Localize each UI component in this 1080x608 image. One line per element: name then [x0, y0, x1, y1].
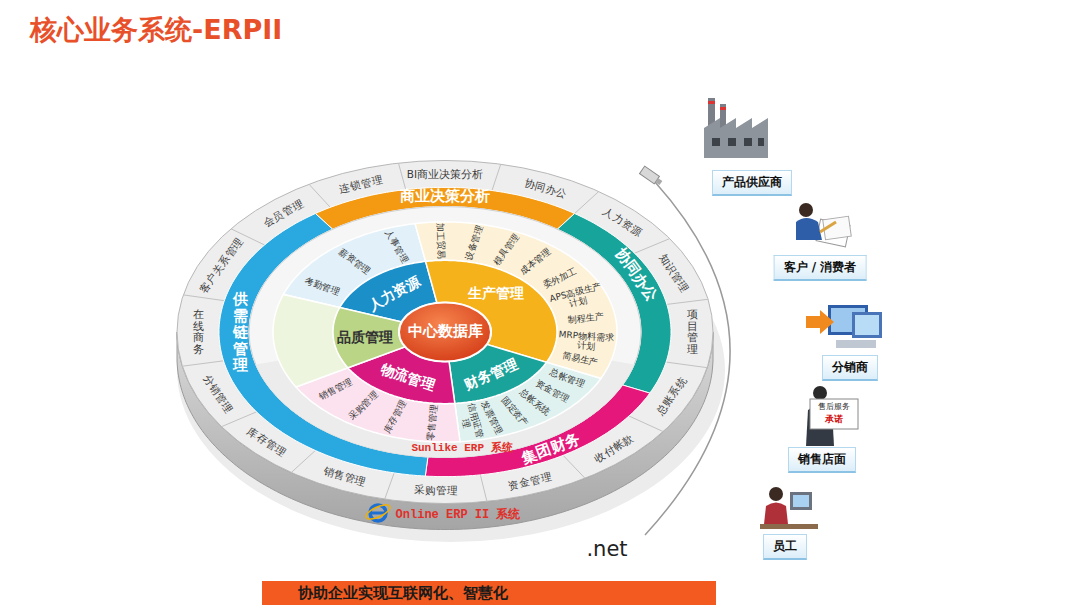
chimney: [720, 104, 726, 128]
platform-edge: [249, 207, 641, 458]
ring-divider: [182, 361, 223, 366]
head: [799, 203, 813, 217]
arrow-icon: [806, 310, 834, 334]
node-text: 品质管理: [337, 328, 393, 344]
desk: [760, 524, 818, 529]
node-text: 供需链管理: [233, 291, 248, 374]
link-arc: [645, 182, 730, 535]
logo-orbit: [364, 502, 392, 522]
center-node: 中心数据库: [408, 323, 483, 340]
node-text: 项目管理: [687, 309, 698, 355]
body: [796, 218, 822, 240]
distributor-icon: [806, 305, 882, 348]
node-text: 客户 / 消费者: [784, 259, 857, 276]
ie-logo: [364, 502, 392, 522]
customer-icon: [796, 203, 851, 247]
module-segment: 生产管理: [468, 285, 524, 301]
logo-bar: [371, 512, 385, 515]
ring-divider: [309, 184, 330, 207]
ring-divider: [385, 473, 394, 499]
node-text: BI商业决策分析: [407, 168, 483, 180]
module-segment: 品质管理: [337, 328, 393, 344]
node-text: 商业决策分析: [400, 188, 490, 205]
node-text: 员工: [773, 538, 797, 555]
entity-box: 分销商: [822, 355, 878, 381]
node-text: 采购管理: [414, 483, 458, 496]
ring-divider: [635, 239, 670, 254]
platform-label: .net: [586, 538, 627, 561]
node-text: 在线商务: [193, 309, 204, 355]
ring-segment: 在线商务: [193, 309, 204, 355]
ring-segment: BI商业决策分析: [407, 168, 483, 180]
window: [758, 138, 764, 146]
ring-divider: [291, 450, 315, 472]
sign-text: 售后服务: [818, 403, 850, 412]
page-title: 核心业务系统-ERPII: [30, 12, 282, 48]
ring-divider: [492, 164, 501, 190]
sub-module-label: MRP物料需求计划: [557, 330, 615, 354]
ring-divider: [480, 475, 487, 502]
ring-segment: 项目管理: [687, 309, 698, 355]
plug-tip: [655, 178, 662, 185]
ring-divider: [398, 163, 405, 189]
plug-icon: [640, 166, 664, 187]
chimney-band: [708, 101, 715, 104]
keyboard: [836, 340, 876, 348]
entity-box: 产品供应商: [712, 170, 792, 196]
ring-divider: [575, 191, 599, 213]
ring-divider: [563, 455, 585, 478]
node-text: 生产管理: [468, 285, 524, 301]
window: [744, 138, 752, 146]
caption-text: 协助企业实现互联网化、智慧化: [298, 583, 508, 603]
monitor: [852, 312, 882, 338]
pen: [820, 222, 836, 232]
ring-divider: [666, 362, 707, 368]
factory-building: [704, 118, 768, 158]
sign-board: [810, 399, 858, 429]
factory-icon: [704, 98, 768, 158]
screen: [855, 315, 879, 335]
screen: [793, 495, 809, 507]
wheel-shadow: [177, 198, 725, 542]
window: [712, 138, 720, 146]
sub-module-label: 加工贸易: [434, 223, 446, 259]
module-segment: [333, 308, 405, 368]
entity-box: 客户 / 消费者: [774, 255, 867, 281]
node-text: 销售店面: [798, 451, 846, 468]
outer-ring: [177, 160, 713, 503]
band-segment: 供需链管理: [233, 291, 248, 374]
band-segment: 商业决策分析: [400, 188, 490, 205]
core-ellipse: [399, 303, 491, 362]
ring-divider: [629, 416, 663, 432]
store-icon: [806, 386, 858, 446]
entity-box: 销售店面: [788, 447, 856, 473]
chimney-band: [720, 107, 726, 110]
sign-text: 承诺: [825, 415, 843, 425]
head: [769, 487, 783, 501]
ring-divider: [667, 299, 708, 304]
window: [728, 138, 736, 146]
head: [813, 386, 827, 400]
node-text: 产品供应商: [722, 174, 782, 191]
employee-icon: [760, 487, 818, 529]
entity-box: 员工: [763, 534, 807, 560]
platform-label: Sunlike ERP 系统: [411, 442, 512, 454]
monitor: [790, 492, 812, 510]
system-label: Online ERP II 系统: [396, 509, 521, 522]
ring-divider: [183, 295, 224, 301]
node-text: 分销商: [832, 359, 868, 376]
body: [764, 503, 788, 525]
node-text: 中心数据库: [408, 323, 483, 340]
ring-segment: 采购管理: [414, 483, 458, 496]
